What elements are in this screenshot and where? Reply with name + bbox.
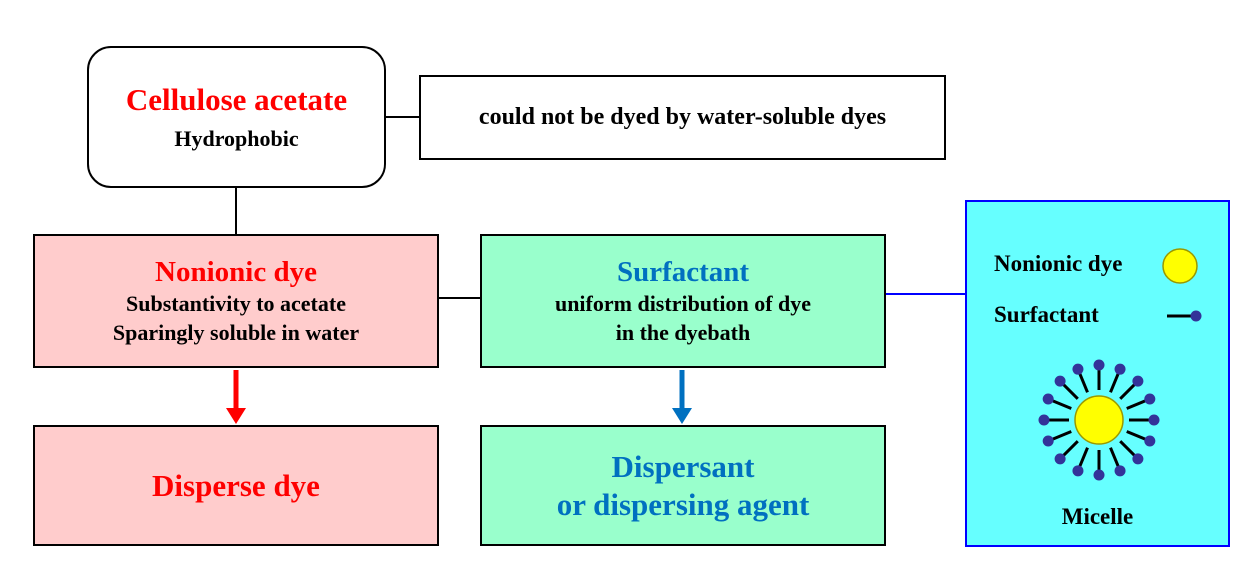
surfactant-line2: in the dyebath: [615, 320, 751, 345]
note-text: could not be dyed by water-soluble dyes: [478, 104, 887, 130]
surfactant-box: Surfactant uniform distribution of dye i…: [480, 234, 886, 368]
surfactant-title: Surfactant: [616, 256, 750, 288]
dispersant-line2: or dispersing agent: [556, 486, 810, 522]
legend-surfactant-label: Surfactant: [994, 302, 1099, 327]
dye-circle-icon: [1162, 248, 1198, 284]
micelle-label: Micelle: [1061, 504, 1134, 529]
dispersant-box: Dispersant or dispersing agent: [480, 425, 886, 546]
cellulose-acetate-title: Cellulose acetate: [125, 81, 348, 117]
nonionic-dye-line2: Sparingly soluble in water: [112, 320, 360, 345]
arrow-red-icon: [226, 370, 246, 424]
nonionic-dye-title: Nonionic dye: [155, 256, 317, 288]
disperse-dye-title: Disperse dye: [152, 467, 320, 503]
micelle-icon: [1038, 359, 1160, 481]
legend-graphics: [1038, 248, 1202, 481]
legend-dye-label: Nonionic dye: [994, 251, 1123, 276]
cellulose-acetate-box: Cellulose acetate Hydrophobic: [87, 46, 386, 188]
note-box: could not be dyed by water-soluble dyes: [419, 75, 946, 160]
surfactant-icon: [1167, 310, 1202, 322]
dispersant-line1: Dispersant: [611, 448, 755, 484]
arrow-blue-icon: [672, 370, 692, 424]
disperse-dye-box: Disperse dye: [33, 425, 439, 546]
cellulose-acetate-subtitle: Hydrophobic: [174, 125, 299, 151]
legend-box: Nonionic dye Surfactant Micelle: [965, 200, 1230, 547]
nonionic-dye-line1: Substantivity to acetate: [126, 291, 346, 316]
nonionic-dye-box: Nonionic dye Substantivity to acetate Sp…: [33, 234, 439, 368]
surfactant-line1: uniform distribution of dye: [554, 291, 812, 316]
